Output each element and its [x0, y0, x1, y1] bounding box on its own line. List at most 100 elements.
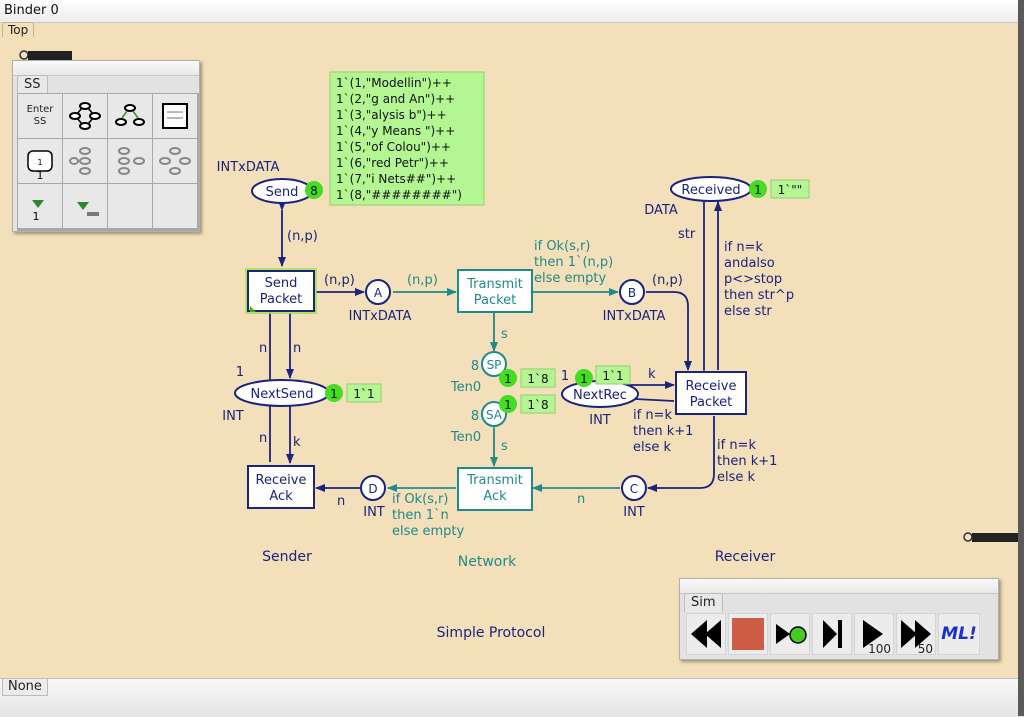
successors-icon[interactable]: [108, 94, 152, 138]
svg-text:1: 1: [504, 398, 512, 412]
place-nextrec[interactable]: NextRec: [561, 380, 639, 408]
svg-text:else empty: else empty: [534, 271, 607, 286]
place-received[interactable]: Received: [670, 176, 752, 202]
svg-text:n: n: [293, 341, 301, 356]
sim-palette-tab[interactable]: Sim: [684, 593, 723, 612]
stop-icon[interactable]: [728, 613, 768, 655]
svg-text:C: C: [630, 482, 638, 496]
token-count-send[interactable]: 8: [305, 181, 323, 199]
svg-text:1: 1: [580, 372, 588, 386]
window-title: Binder 0: [4, 3, 59, 18]
place-nextsend[interactable]: NextSend: [234, 379, 330, 407]
place-a[interactable]: A: [365, 279, 391, 305]
network-arcs: [387, 288, 620, 492]
svg-text:1: 1: [33, 210, 40, 223]
svg-text:n: n: [259, 431, 267, 446]
rewind-icon[interactable]: [686, 613, 726, 655]
place-d[interactable]: D: [360, 475, 386, 501]
ml-evaluate-icon[interactable]: ML!: [938, 613, 980, 655]
sim-palette-header[interactable]: [680, 579, 998, 594]
status-tab[interactable]: None: [2, 679, 48, 696]
transition-transmit-packet[interactable]: Transmit Packet: [457, 269, 533, 313]
transmit-ack-label-2: Ack: [483, 489, 507, 504]
place-nextsend-type: INT: [222, 409, 244, 424]
sim-tool-palette[interactable]: Sim 100 50 ML!: [679, 578, 999, 660]
to-simulator-icon[interactable]: 1: [18, 184, 62, 228]
transition-receive-ack[interactable]: Receive Ack: [247, 465, 315, 509]
place-sp-init: 8: [471, 359, 479, 374]
transmit-ack-label-1: Transmit: [466, 473, 523, 488]
send-packet-label-2: Packet: [260, 292, 303, 307]
place-nextsend-init: 1: [236, 365, 244, 380]
place-a-type: INTxDATA: [349, 309, 412, 324]
partial-graph-icon[interactable]: [153, 139, 197, 183]
svg-text:if n=k: if n=k: [717, 438, 756, 453]
svg-text:(n,p): (n,p): [652, 273, 683, 288]
svg-text:D: D: [368, 482, 377, 496]
place-b-type: INTxDATA: [603, 309, 666, 324]
transmit-packet-label-2: Packet: [474, 293, 517, 308]
svg-text:1`(1,"Modellin")++: 1`(1,"Modellin")++: [336, 76, 452, 90]
ss-palette-tab[interactable]: SS: [17, 75, 48, 94]
svg-text:1`(3,"alysis b")++: 1`(3,"alysis b")++: [336, 108, 447, 122]
module-network-label: Network: [458, 554, 517, 570]
play-once-icon[interactable]: [770, 613, 810, 655]
token-count-nextsend[interactable]: 1: [325, 384, 343, 402]
receive-packet-label-2: Packet: [690, 395, 733, 410]
svg-text:1: 1: [504, 372, 512, 386]
svg-text:then 1`(n,p): then 1`(n,p): [534, 255, 613, 270]
marking-send[interactable]: 1`(1,"Modellin")++ 1`(2,"g and An")++ 1`…: [329, 71, 485, 206]
marking-sa[interactable]: 1`8: [520, 394, 556, 414]
svg-text:if n=k: if n=k: [724, 240, 763, 255]
predecessors-icon[interactable]: [108, 139, 152, 183]
token-count-received[interactable]: 1: [749, 180, 767, 198]
fast-forward-icon[interactable]: 50: [896, 613, 936, 656]
svg-text:p<>stop: p<>stop: [724, 272, 782, 287]
token-count-sp[interactable]: 1: [499, 369, 517, 387]
marking-sp[interactable]: 1`8: [520, 368, 556, 388]
window-right-edge: [1018, 0, 1024, 716]
token-count-nextrec[interactable]: 1: [575, 369, 593, 387]
svg-text:1`(2,"g and An")++: 1`(2,"g and An")++: [336, 92, 455, 106]
marking-received[interactable]: 1`"": [770, 179, 810, 199]
place-sp[interactable]: SP: [481, 351, 507, 377]
svg-text:Received: Received: [681, 183, 740, 198]
svg-text:(n,p): (n,p): [287, 229, 318, 244]
svg-text:else empty: else empty: [392, 524, 465, 539]
display-node-icon[interactable]: [153, 94, 197, 138]
svg-text:n: n: [337, 494, 345, 509]
calc-all-nodes-icon[interactable]: [63, 94, 107, 138]
place-b[interactable]: B: [619, 279, 645, 305]
tool-logo-icon-right: [963, 532, 1018, 542]
svg-text:s: s: [501, 439, 508, 454]
scc-graph-icon[interactable]: [63, 139, 107, 183]
svg-text:NextRec: NextRec: [573, 388, 627, 403]
place-sa-type: Ten0: [450, 430, 481, 445]
svg-text:1: 1: [37, 169, 44, 179]
place-c[interactable]: C: [621, 475, 647, 501]
play-steps-icon[interactable]: 100: [854, 613, 894, 656]
marking-nextsend[interactable]: 1`1: [346, 383, 382, 403]
tab-top[interactable]: Top: [2, 22, 35, 37]
svg-text:then 1`n: then 1`n: [392, 508, 449, 523]
step-icon[interactable]: [812, 613, 852, 655]
ss-palette-header[interactable]: [13, 61, 199, 76]
page-title-label: Simple Protocol: [437, 625, 546, 641]
enter-ss-tool[interactable]: Enter SS: [18, 94, 62, 138]
place-c-type: INT: [623, 505, 645, 520]
module-sender-label: Sender: [262, 549, 312, 565]
window-title-bar: Binder 0: [0, 0, 1024, 23]
marking-nextrec[interactable]: 1`1: [595, 365, 631, 385]
transition-transmit-ack[interactable]: Transmit Ack: [457, 467, 533, 511]
transition-send-packet[interactable]: Send Packet: [245, 268, 317, 314]
token-count-sa[interactable]: 1: [499, 395, 517, 413]
svg-text:1`(5,"of Colou")++: 1`(5,"of Colou")++: [336, 140, 451, 154]
transition-receive-packet[interactable]: Receive Packet: [675, 371, 747, 415]
receive-packet-label-1: Receive: [686, 379, 737, 394]
from-simulator-icon[interactable]: [63, 184, 107, 228]
place-send[interactable]: Send: [251, 178, 313, 204]
svg-text:1`(6,"red Petr")++: 1`(6,"red Petr")++: [336, 156, 449, 170]
